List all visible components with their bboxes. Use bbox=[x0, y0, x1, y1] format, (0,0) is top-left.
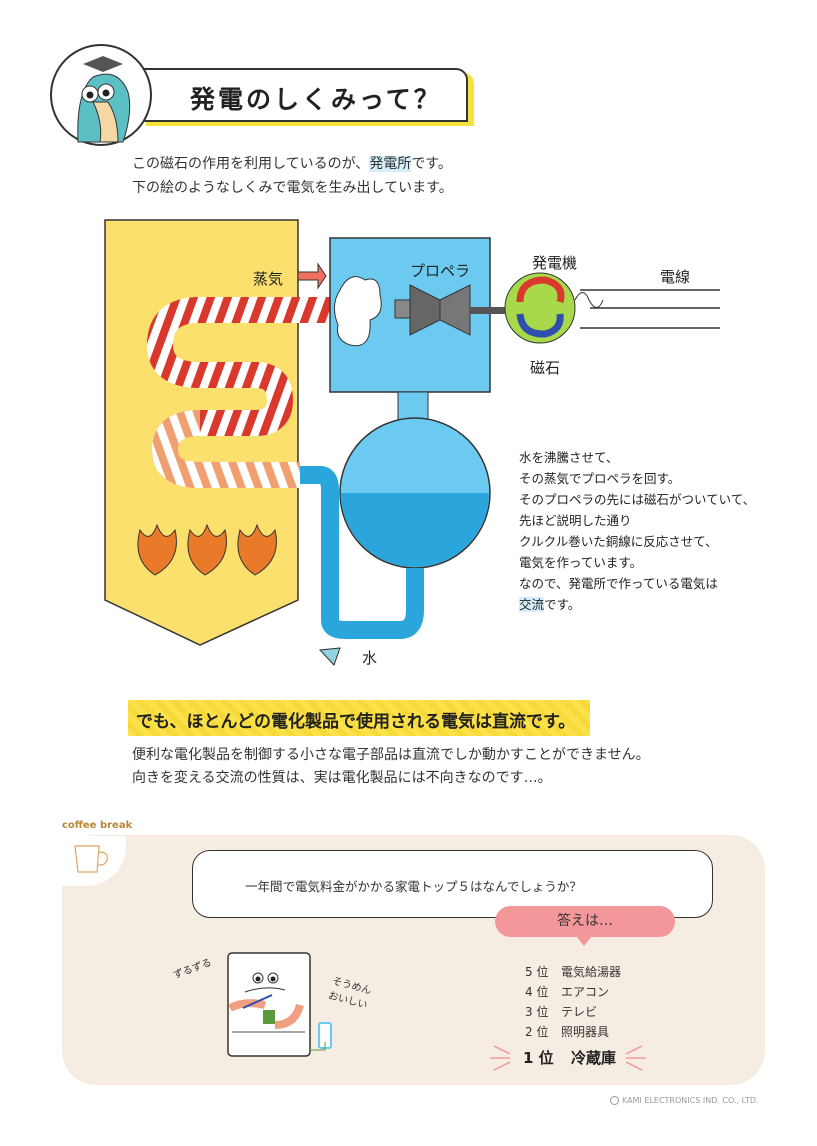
explanation-line: クルクル巻いた銅線に反応させて、 bbox=[519, 534, 718, 549]
explanation-line: です。 bbox=[544, 597, 581, 612]
burst-lines bbox=[490, 1045, 646, 1071]
rank-name: 電気給湯器 bbox=[561, 965, 622, 979]
rank-item: 4 位エアコン bbox=[525, 983, 609, 1000]
rank-name: 照明器具 bbox=[561, 1025, 610, 1039]
mascot-avatar bbox=[50, 44, 152, 146]
rank-number: 4 位 bbox=[525, 985, 549, 999]
coffee-break-label: coffee break bbox=[62, 820, 133, 831]
rank-number: 3 位 bbox=[525, 1005, 549, 1019]
label-water: 水 bbox=[362, 649, 378, 667]
answer-pill: 答えは… bbox=[495, 906, 675, 937]
title-box bbox=[140, 68, 468, 122]
company-logo-icon bbox=[610, 1096, 619, 1105]
sub-line1: 便利な電化製品を制御する小さな電子部品は直流でしか動かすことができません。 bbox=[132, 747, 650, 763]
label-propeller: プロペラ bbox=[410, 262, 471, 280]
sub-line2: 向きを変える交流の性質は、実は電化製品には不向きなのです…。 bbox=[132, 770, 552, 786]
label-generator: 発電機 bbox=[532, 254, 578, 272]
intro-line1-end: です。 bbox=[411, 156, 452, 172]
page-title: 発電のしくみって？ bbox=[190, 85, 442, 114]
rank-number: 5 位 bbox=[525, 965, 549, 979]
coffee-cup-icon bbox=[74, 845, 108, 873]
explanation-line: なので、発電所で作っている電気は bbox=[519, 576, 718, 591]
intro-text: この磁石の作用を利用しているのが、発電所です。 下の絵のようなしくみで電気を生み… bbox=[132, 152, 453, 200]
explanation-highlight: 交流 bbox=[519, 597, 545, 612]
intro-highlight: 発電所 bbox=[369, 156, 412, 172]
rank-item: 3 位テレビ bbox=[525, 1003, 597, 1020]
rank-number: 2 位 bbox=[525, 1025, 549, 1039]
rank-name: テレビ bbox=[561, 1005, 598, 1019]
footer-company: KAMI ELECTRONICS IND. CO., LTD. bbox=[610, 1096, 759, 1105]
headline: でも、ほとんどの電化製品で使用される電気は直流です。 bbox=[136, 712, 576, 732]
rank-name: エアコン bbox=[561, 985, 610, 999]
rank-item: 2 位照明器具 bbox=[525, 1023, 609, 1040]
explanation-text: 水を沸騰させて、 その蒸気でプロペラを回す。 そのプロペラの先には磁石がついてい… bbox=[519, 447, 755, 615]
sub-text: 便利な電化製品を制御する小さな電子部品は直流でしか動かすことができません。 向き… bbox=[132, 744, 650, 790]
explanation-line: 先ほど説明した通り bbox=[519, 513, 632, 528]
explanation-line: 電気を作っています。 bbox=[519, 555, 643, 570]
explanation-line: その蒸気でプロペラを回す。 bbox=[519, 471, 681, 486]
label-magnet: 磁石 bbox=[530, 359, 561, 377]
rank-top: 1 位冷蔵庫 bbox=[523, 1047, 616, 1068]
label-wire: 電線 bbox=[660, 268, 691, 286]
label-steam: 蒸気 bbox=[253, 270, 284, 288]
company-name: KAMI ELECTRONICS IND. CO., LTD. bbox=[622, 1096, 759, 1105]
fridge-illustration bbox=[227, 952, 332, 1057]
rank-number: 1 位 bbox=[523, 1049, 554, 1067]
rank-item: 5 位電気給湯器 bbox=[525, 963, 621, 980]
intro-line1: この磁石の作用を利用しているのが、 bbox=[132, 156, 370, 172]
explanation-line: そのプロペラの先には磁石がついていて、 bbox=[519, 492, 756, 507]
headline-band: でも、ほとんどの電化製品で使用される電気は直流です。 bbox=[128, 700, 590, 736]
question: 一年間で電気料金がかかる家電トップ５はなんでしょうか？ bbox=[245, 879, 582, 894]
water-pipe bbox=[300, 466, 424, 639]
pill-pointer bbox=[576, 936, 592, 946]
rank-name: 冷蔵庫 bbox=[571, 1049, 617, 1067]
intro-line2: 下の絵のようなしくみで電気を生み出しています。 bbox=[132, 180, 453, 196]
explanation-line: 水を沸騰させて、 bbox=[519, 450, 619, 465]
power-plant-diagram bbox=[104, 219, 720, 666]
